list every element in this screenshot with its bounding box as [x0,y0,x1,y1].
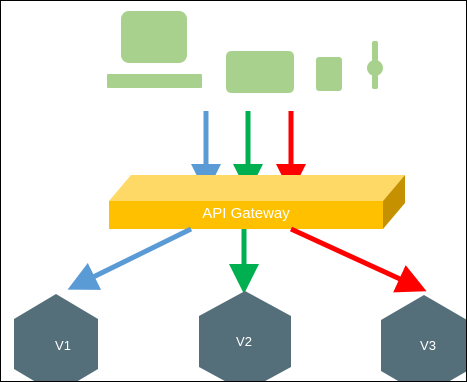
v3-label: V3 [420,338,436,353]
phone-icon [316,57,342,91]
v2-hexagon [199,291,291,381]
v1-hexagon [14,294,98,381]
v2-label: V2 [236,334,252,349]
api-gateway-label: API Gateway [202,205,290,222]
arrow-red-to-v3 [289,226,427,293]
v3-hexagon [381,295,466,381]
desktop-icon [107,11,202,88]
v1-label: V1 [55,338,71,353]
smartwatch-icon [367,41,383,89]
tablet-icon [226,51,294,93]
arrow-blue-to-v1 [67,226,193,290]
api-gateway-box [109,175,405,229]
